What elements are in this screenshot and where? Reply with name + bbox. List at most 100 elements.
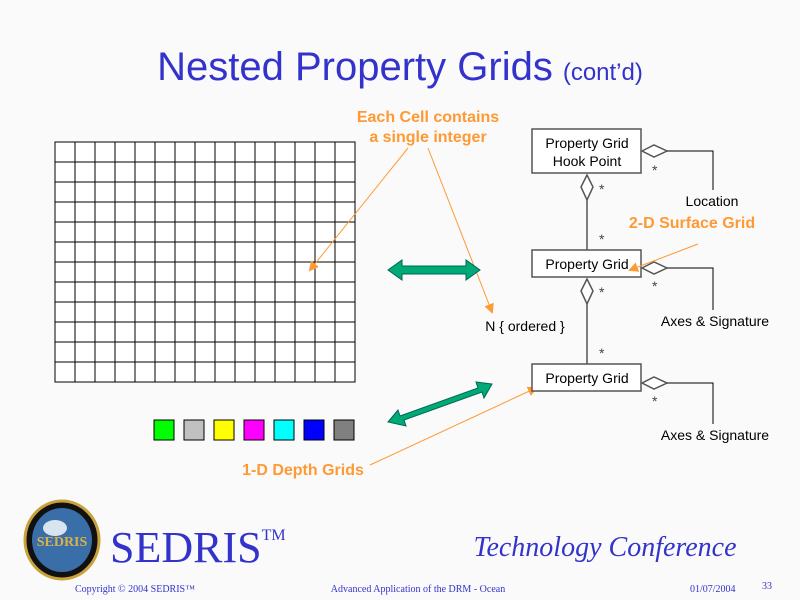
- grid-cell: [294, 341, 316, 363]
- grid-cell: [194, 361, 216, 383]
- copyright: Copyright © 2004 SEDRIS™: [75, 584, 195, 595]
- grid-cell: [114, 261, 136, 283]
- grid-cell: [74, 341, 96, 363]
- hook-point-label-2: Hook Point: [553, 153, 622, 169]
- depth-cell: [243, 419, 265, 441]
- grid-cell: [74, 241, 96, 263]
- grid-cell: [274, 201, 296, 223]
- grid-cell: [214, 341, 236, 363]
- grid-cell: [74, 361, 96, 383]
- grid-cell: [214, 261, 236, 283]
- grid-cell: [334, 341, 356, 363]
- grid-cell: [194, 161, 216, 183]
- pointer-arrow: [369, 386, 538, 466]
- double-arrow-icon: [387, 381, 493, 427]
- grid-cell: [294, 161, 316, 183]
- grid-cell: [94, 281, 116, 303]
- grid-cell: [194, 321, 216, 343]
- grid-cell: [234, 321, 256, 343]
- slide-title: Nested Property Grids(cont’d): [157, 45, 643, 89]
- grid-cell: [234, 141, 256, 163]
- grid-cell: [254, 261, 276, 283]
- grid-cell: [74, 321, 96, 343]
- grid-cell: [334, 141, 356, 163]
- grid-cell: [154, 361, 176, 383]
- grid-cell: [334, 301, 356, 323]
- grid-cell: [74, 301, 96, 323]
- grid-cell: [294, 261, 316, 283]
- grid-cell: [294, 221, 316, 243]
- grid-cell: [134, 341, 156, 363]
- grid-cell: [174, 201, 196, 223]
- grid-cell: [314, 221, 336, 243]
- grid-cell: [254, 221, 276, 243]
- grid-cell: [134, 161, 156, 183]
- brand-name: SEDRISTM: [110, 523, 286, 572]
- multiplicity: *: [599, 231, 605, 247]
- grid-cell: [214, 281, 236, 303]
- grid-cell: [314, 261, 336, 283]
- multiplicity: *: [652, 393, 658, 409]
- grid-cell: [54, 201, 76, 223]
- location-label: Location: [686, 193, 739, 209]
- pointer-arrow: [308, 147, 409, 272]
- grid-cell: [274, 161, 296, 183]
- grid-cell: [194, 201, 216, 223]
- annotation-cell-2: a single integer: [369, 129, 486, 146]
- grid-cell: [154, 201, 176, 223]
- grid-cell: [134, 221, 156, 243]
- grid-cell: [334, 241, 356, 263]
- grid-cell: [154, 261, 176, 283]
- grid-cell: [194, 241, 216, 263]
- depth-cell: [333, 419, 355, 441]
- grid-cell: [334, 261, 356, 283]
- grid-cell: [234, 181, 256, 203]
- grid-cell: [234, 301, 256, 323]
- annotation-depth: 1-D Depth Grids: [242, 462, 364, 479]
- annotation-cell: Each Cell contains: [357, 109, 499, 126]
- grid-cell: [174, 301, 196, 323]
- grid-cell: [294, 181, 316, 203]
- grid-cell: [314, 341, 336, 363]
- grid-cell: [194, 301, 216, 323]
- grid-cell: [154, 341, 176, 363]
- grid-cell: [94, 201, 116, 223]
- grid-cell: [114, 281, 136, 303]
- grid-cell: [274, 361, 296, 383]
- multiplicity: *: [599, 345, 605, 361]
- grid-cell: [154, 221, 176, 243]
- grid-cell: [194, 341, 216, 363]
- grid-cell: [194, 221, 216, 243]
- grid-cell: [74, 181, 96, 203]
- axes-label: Axes & Signature: [661, 427, 769, 443]
- grid-cell: [274, 141, 296, 163]
- grid-cell: [114, 321, 136, 343]
- grid-cell: [154, 241, 176, 263]
- grid-cell: [314, 361, 336, 383]
- grid-cell: [274, 341, 296, 363]
- grid-cell: [214, 301, 236, 323]
- grid-cell: [274, 321, 296, 343]
- grid-cell: [94, 321, 116, 343]
- hook-point-label: Property Grid: [545, 135, 628, 151]
- grid-cell: [254, 161, 276, 183]
- grid-cell: [134, 141, 156, 163]
- grid-cell: [94, 301, 116, 323]
- grid-cell: [174, 321, 196, 343]
- grid-cell: [254, 281, 276, 303]
- grid-cell: [234, 161, 256, 183]
- grid-cell: [334, 181, 356, 203]
- grid-cell: [274, 281, 296, 303]
- grid-cell: [114, 241, 136, 263]
- grid-cell: [234, 241, 256, 263]
- grid-cell: [94, 341, 116, 363]
- grid-cell: [194, 261, 216, 283]
- grid-cell: [254, 361, 276, 383]
- grid-cell: [54, 321, 76, 343]
- grid-cell: [114, 201, 136, 223]
- depth-cell: [273, 419, 295, 441]
- grid-cell: [54, 301, 76, 323]
- grid-cell: [274, 241, 296, 263]
- grid-cell: [134, 201, 156, 223]
- grid-cell: [314, 181, 336, 203]
